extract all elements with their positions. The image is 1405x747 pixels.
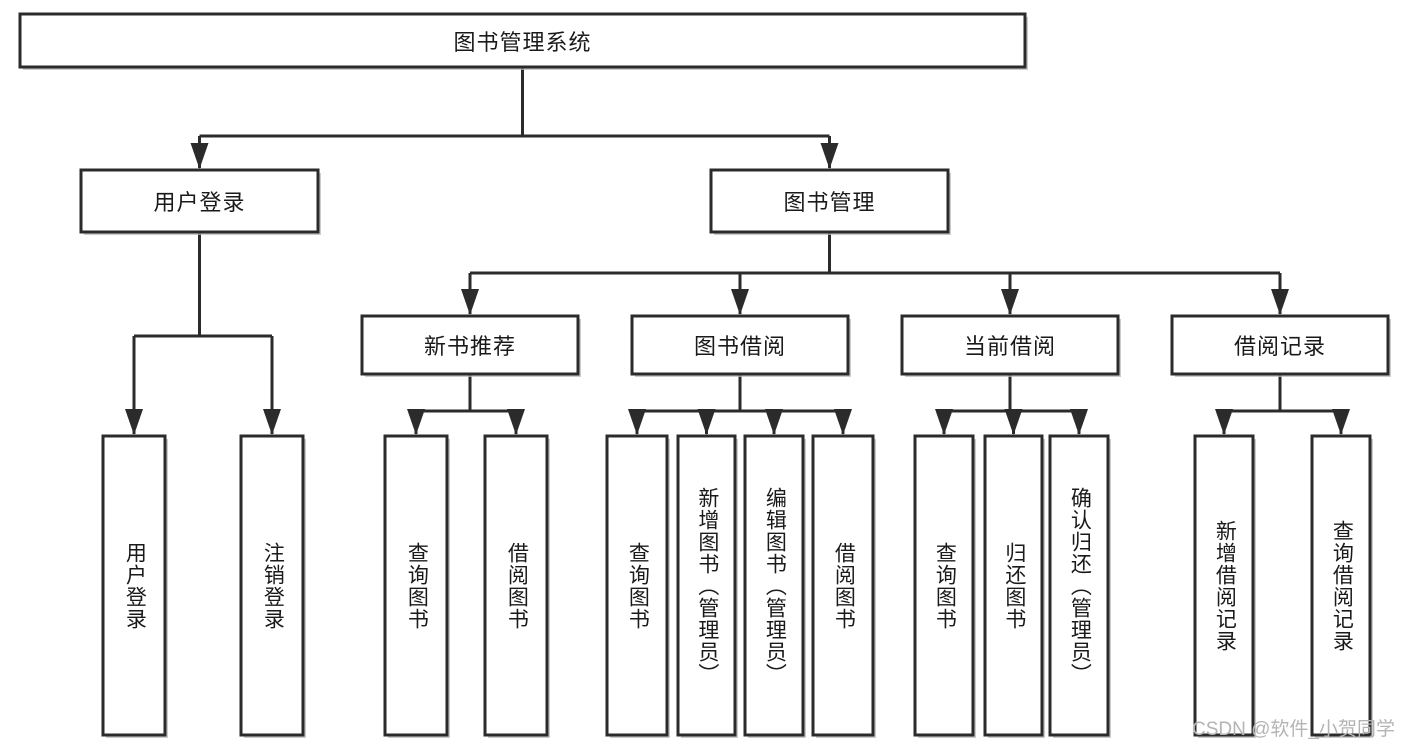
arrowhead-to-leaf-cur-return — [1004, 409, 1023, 435]
node-box-book-borrow[interactable] — [630, 314, 850, 376]
node-box-leaf-cur-return[interactable] — [983, 434, 1044, 737]
arrowhead-to-book-manage — [820, 143, 839, 169]
arrowhead-to-leaf-rec-add — [1215, 409, 1233, 435]
node-box-leaf-borrow-add[interactable] — [676, 434, 737, 737]
arrowhead-to-leaf-borrow-query — [628, 409, 646, 435]
node-box-leaf-cur-confirm[interactable] — [1048, 434, 1110, 737]
arrowhead-to-leaf-rec-search — [1332, 409, 1350, 435]
node-box-leaf-user-logout[interactable] — [239, 434, 305, 737]
node-box-root[interactable] — [18, 12, 1027, 69]
connector-edges — [125, 67, 1350, 435]
node-box-book-manage[interactable] — [709, 168, 950, 234]
arrowhead-to-borrow-record — [1271, 289, 1289, 315]
arrowhead-to-leaf-user-logout — [263, 409, 281, 435]
arrowhead-to-user-login — [190, 143, 209, 169]
node-box-leaf-rec-search[interactable] — [1310, 434, 1372, 737]
node-box-leaf-borrow-lend[interactable] — [811, 434, 875, 737]
arrowhead-to-book-borrow — [731, 289, 749, 315]
node-box-new-book-rec[interactable] — [360, 314, 580, 376]
arrowhead-to-new-book-rec — [461, 289, 479, 315]
node-box-leaf-rec-query[interactable] — [383, 434, 449, 737]
node-box-user-login[interactable] — [79, 168, 320, 234]
arrowhead-to-current-borrow — [1001, 289, 1019, 315]
node-box-leaf-borrow-query[interactable] — [605, 434, 669, 737]
arrowhead-to-leaf-borrow-edit — [765, 409, 783, 435]
node-box-borrow-record[interactable] — [1170, 314, 1390, 376]
node-box-current-borrow[interactable] — [900, 314, 1120, 376]
arrowhead-to-leaf-borrow-lend — [834, 409, 852, 435]
arrowhead-to-leaf-rec-query — [407, 409, 425, 435]
arrowhead-to-leaf-user-login — [125, 409, 143, 435]
node-box-leaf-rec-borrow[interactable] — [483, 434, 549, 737]
arrowhead-to-leaf-borrow-add — [697, 409, 716, 435]
node-box-leaf-rec-add[interactable] — [1193, 434, 1255, 737]
node-box-leaf-cur-query[interactable] — [913, 434, 975, 737]
node-box-leaf-borrow-edit[interactable] — [743, 434, 805, 737]
arrowhead-to-leaf-rec-borrow — [507, 409, 525, 435]
arrowhead-to-leaf-cur-confirm — [1070, 409, 1088, 435]
node-boxes — [18, 12, 1391, 738]
arrowhead-to-leaf-cur-query — [935, 409, 953, 435]
node-box-leaf-user-login[interactable] — [101, 434, 167, 737]
